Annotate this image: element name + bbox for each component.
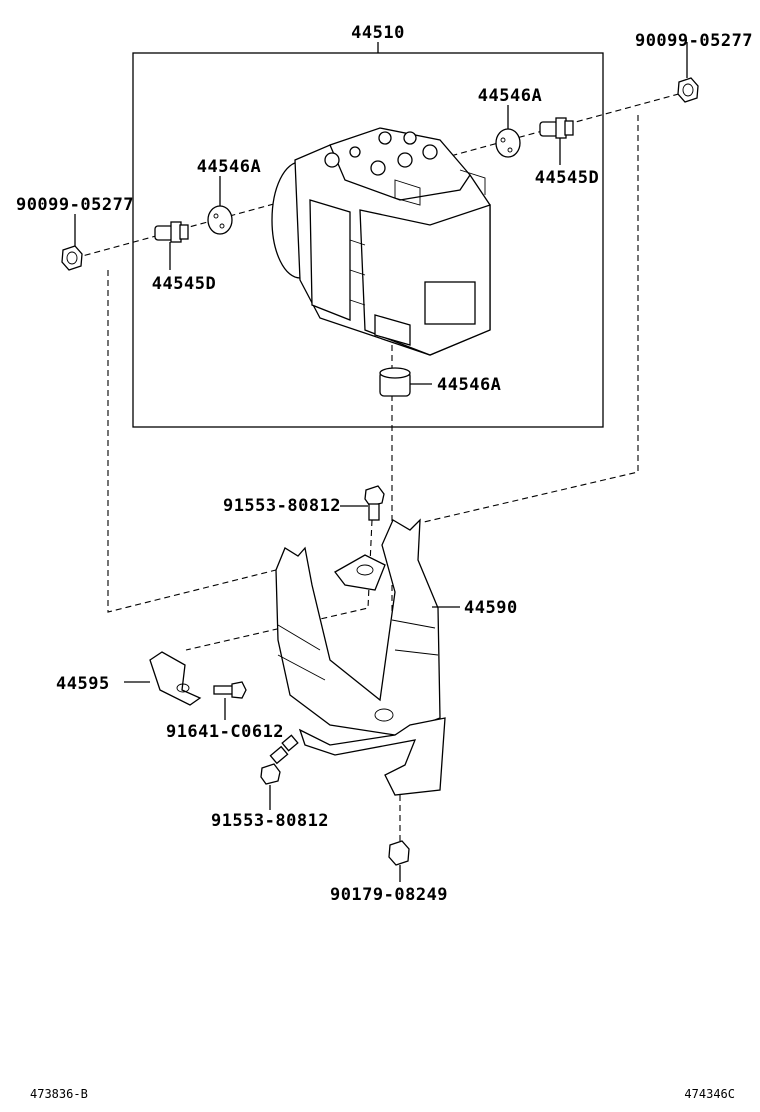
label-nut-top-right: 90099-05277 [635,31,753,51]
cushion-left [207,205,233,235]
footer-right-code: 474346C [684,1087,735,1101]
nut-left [61,245,83,271]
bolt-bottom-left [260,734,299,785]
nut-bottom [388,840,410,866]
label-cushion-left: 44546A [197,157,261,177]
alignment-line-right [423,115,639,523]
actuator-assembly [271,127,491,356]
bracket-small [149,651,202,706]
label-44510: 44510 [351,23,405,43]
alignment-line-left [107,270,277,613]
assembly-frame [132,52,604,428]
label-nut-left: 90099-05277 [16,195,134,215]
label-bolt-left: 44545D [152,274,216,294]
cushion-bottom [379,367,411,397]
label-nut-bottom: 90179-08249 [330,885,448,905]
label-bolt-bracket-top: 91553-80812 [223,496,341,516]
label-bolt-bottom-left: 91553-80812 [211,811,329,831]
label-bracket-main: 44590 [464,598,518,618]
label-bracket-small: 44595 [56,674,110,694]
footer-left-code: 473836-B [30,1087,88,1101]
nut-top-right [677,77,699,103]
bracket-main [275,518,446,796]
bolt-right [539,117,574,139]
label-bolt-right: 44545D [535,168,599,188]
alignment-line-bracket [185,519,373,651]
bolt-small [213,681,247,699]
bolt-left [154,221,189,243]
cushion-top-right [495,128,521,158]
bolt-bracket-top [364,485,385,521]
label-cushion-top-right: 44546A [478,86,542,106]
label-cushion-bottom: 44546A [437,375,501,395]
label-bolt-small: 91641-C0612 [166,722,284,742]
